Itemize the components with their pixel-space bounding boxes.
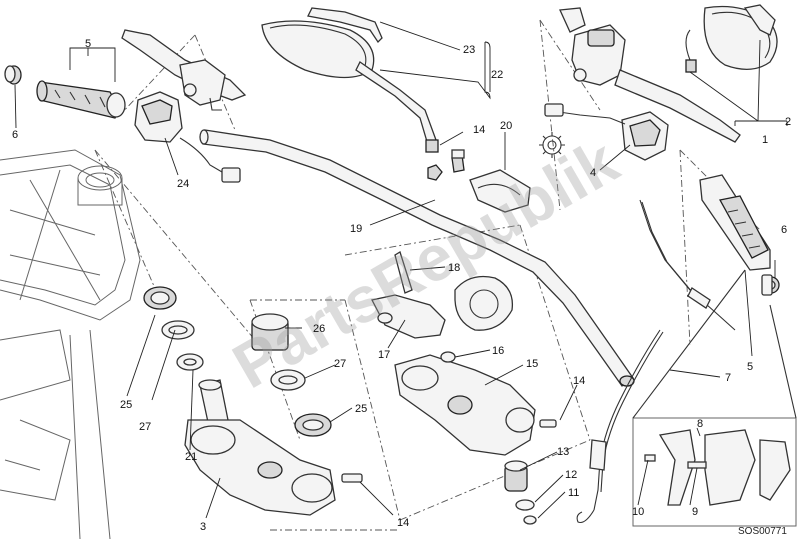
upper-triple-clamp — [371, 251, 536, 456]
handlebar-clamp — [451, 149, 531, 213]
callout-label: 11 — [568, 487, 579, 499]
gear-icon — [539, 132, 565, 158]
right-throttle-grip — [699, 174, 780, 296]
right-switch — [539, 103, 669, 161]
left-switch-and-lever — [121, 29, 247, 183]
detail-inset — [632, 269, 797, 527]
callout-label: 3 — [200, 521, 206, 533]
callout-label: 14 — [473, 124, 485, 136]
small-parts-stack — [504, 419, 557, 525]
callout-label: 21 — [185, 451, 197, 463]
callout-label: 24 — [177, 178, 189, 190]
bearings-and-seals — [143, 286, 332, 437]
callout-label: 4 — [590, 167, 596, 179]
callout-label: 27 — [334, 358, 346, 370]
callout-label: 5 — [85, 38, 91, 50]
callout-label: 16 — [492, 345, 504, 357]
callout-label: 18 — [448, 262, 460, 274]
callout-label: 8 — [697, 418, 703, 430]
lower-triple-clamp — [184, 379, 363, 516]
callout-label: 20 — [500, 120, 512, 132]
callout-label: 23 — [463, 44, 475, 56]
callout-label: 7 — [725, 372, 731, 384]
callout-label: 12 — [565, 469, 577, 481]
throttle-cable — [576, 199, 736, 524]
callout-label: 25 — [120, 399, 132, 411]
left-mirror — [261, 7, 443, 181]
callout-label: 2 — [785, 116, 791, 128]
callout-label: 14 — [397, 517, 409, 529]
callout-label: 26 — [313, 323, 325, 335]
callout-label: 19 — [350, 223, 362, 235]
callout-label: 22 — [491, 69, 503, 81]
callout-label: 14 — [573, 375, 585, 387]
right-mirror-and-master-cylinder — [559, 4, 778, 143]
callout-label: 1 — [762, 134, 768, 146]
drawing-code: SOS00771 — [738, 526, 787, 537]
callout-label: 5 — [747, 361, 753, 373]
callout-label: 25 — [355, 403, 367, 415]
frame-chassis — [0, 149, 141, 539]
callout-label: 13 — [557, 446, 569, 458]
callout-label: 17 — [378, 349, 390, 361]
callout-label: 6 — [12, 129, 18, 141]
callout-label: 27 — [139, 421, 151, 433]
callout-labels: 1 2 3 4 5 5 6 6 7 8 9 10 11 12 13 14 14 … — [12, 38, 791, 533]
callout-label: 15 — [526, 358, 538, 370]
callout-label: 9 — [692, 506, 698, 518]
callout-label: 6 — [781, 224, 787, 236]
callout-label: 10 — [632, 506, 644, 518]
leader-lines — [14, 21, 788, 519]
left-grip-assembly — [4, 65, 126, 119]
